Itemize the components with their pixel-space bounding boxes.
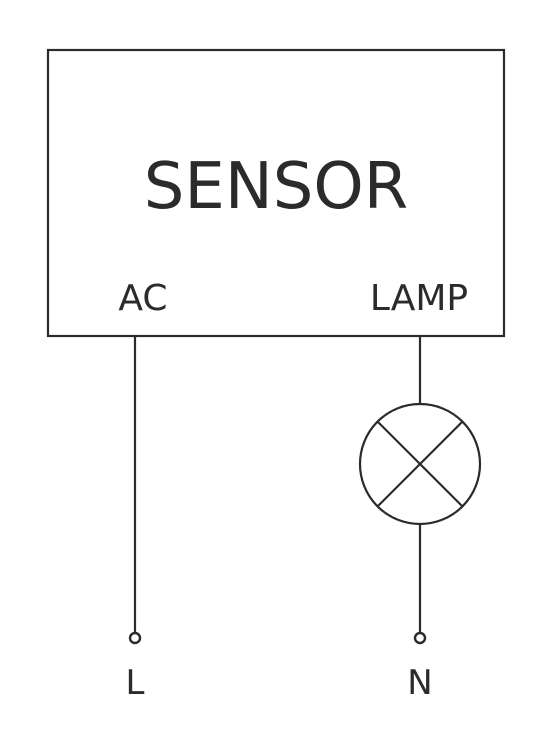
terminal-line-icon: [128, 631, 142, 645]
lamp-symbol-icon: [358, 402, 482, 526]
terminal-neutral-icon: [413, 631, 427, 645]
sensor-title: SENSOR: [144, 150, 408, 224]
terminal-label-neutral: N: [407, 663, 432, 703]
terminal-label-line: L: [126, 663, 145, 703]
port-label-ac: AC: [118, 278, 167, 319]
lamp-cross-line-2: [376, 420, 464, 508]
port-label-lamp: LAMP: [370, 278, 468, 319]
sensor-box: [46, 48, 506, 338]
